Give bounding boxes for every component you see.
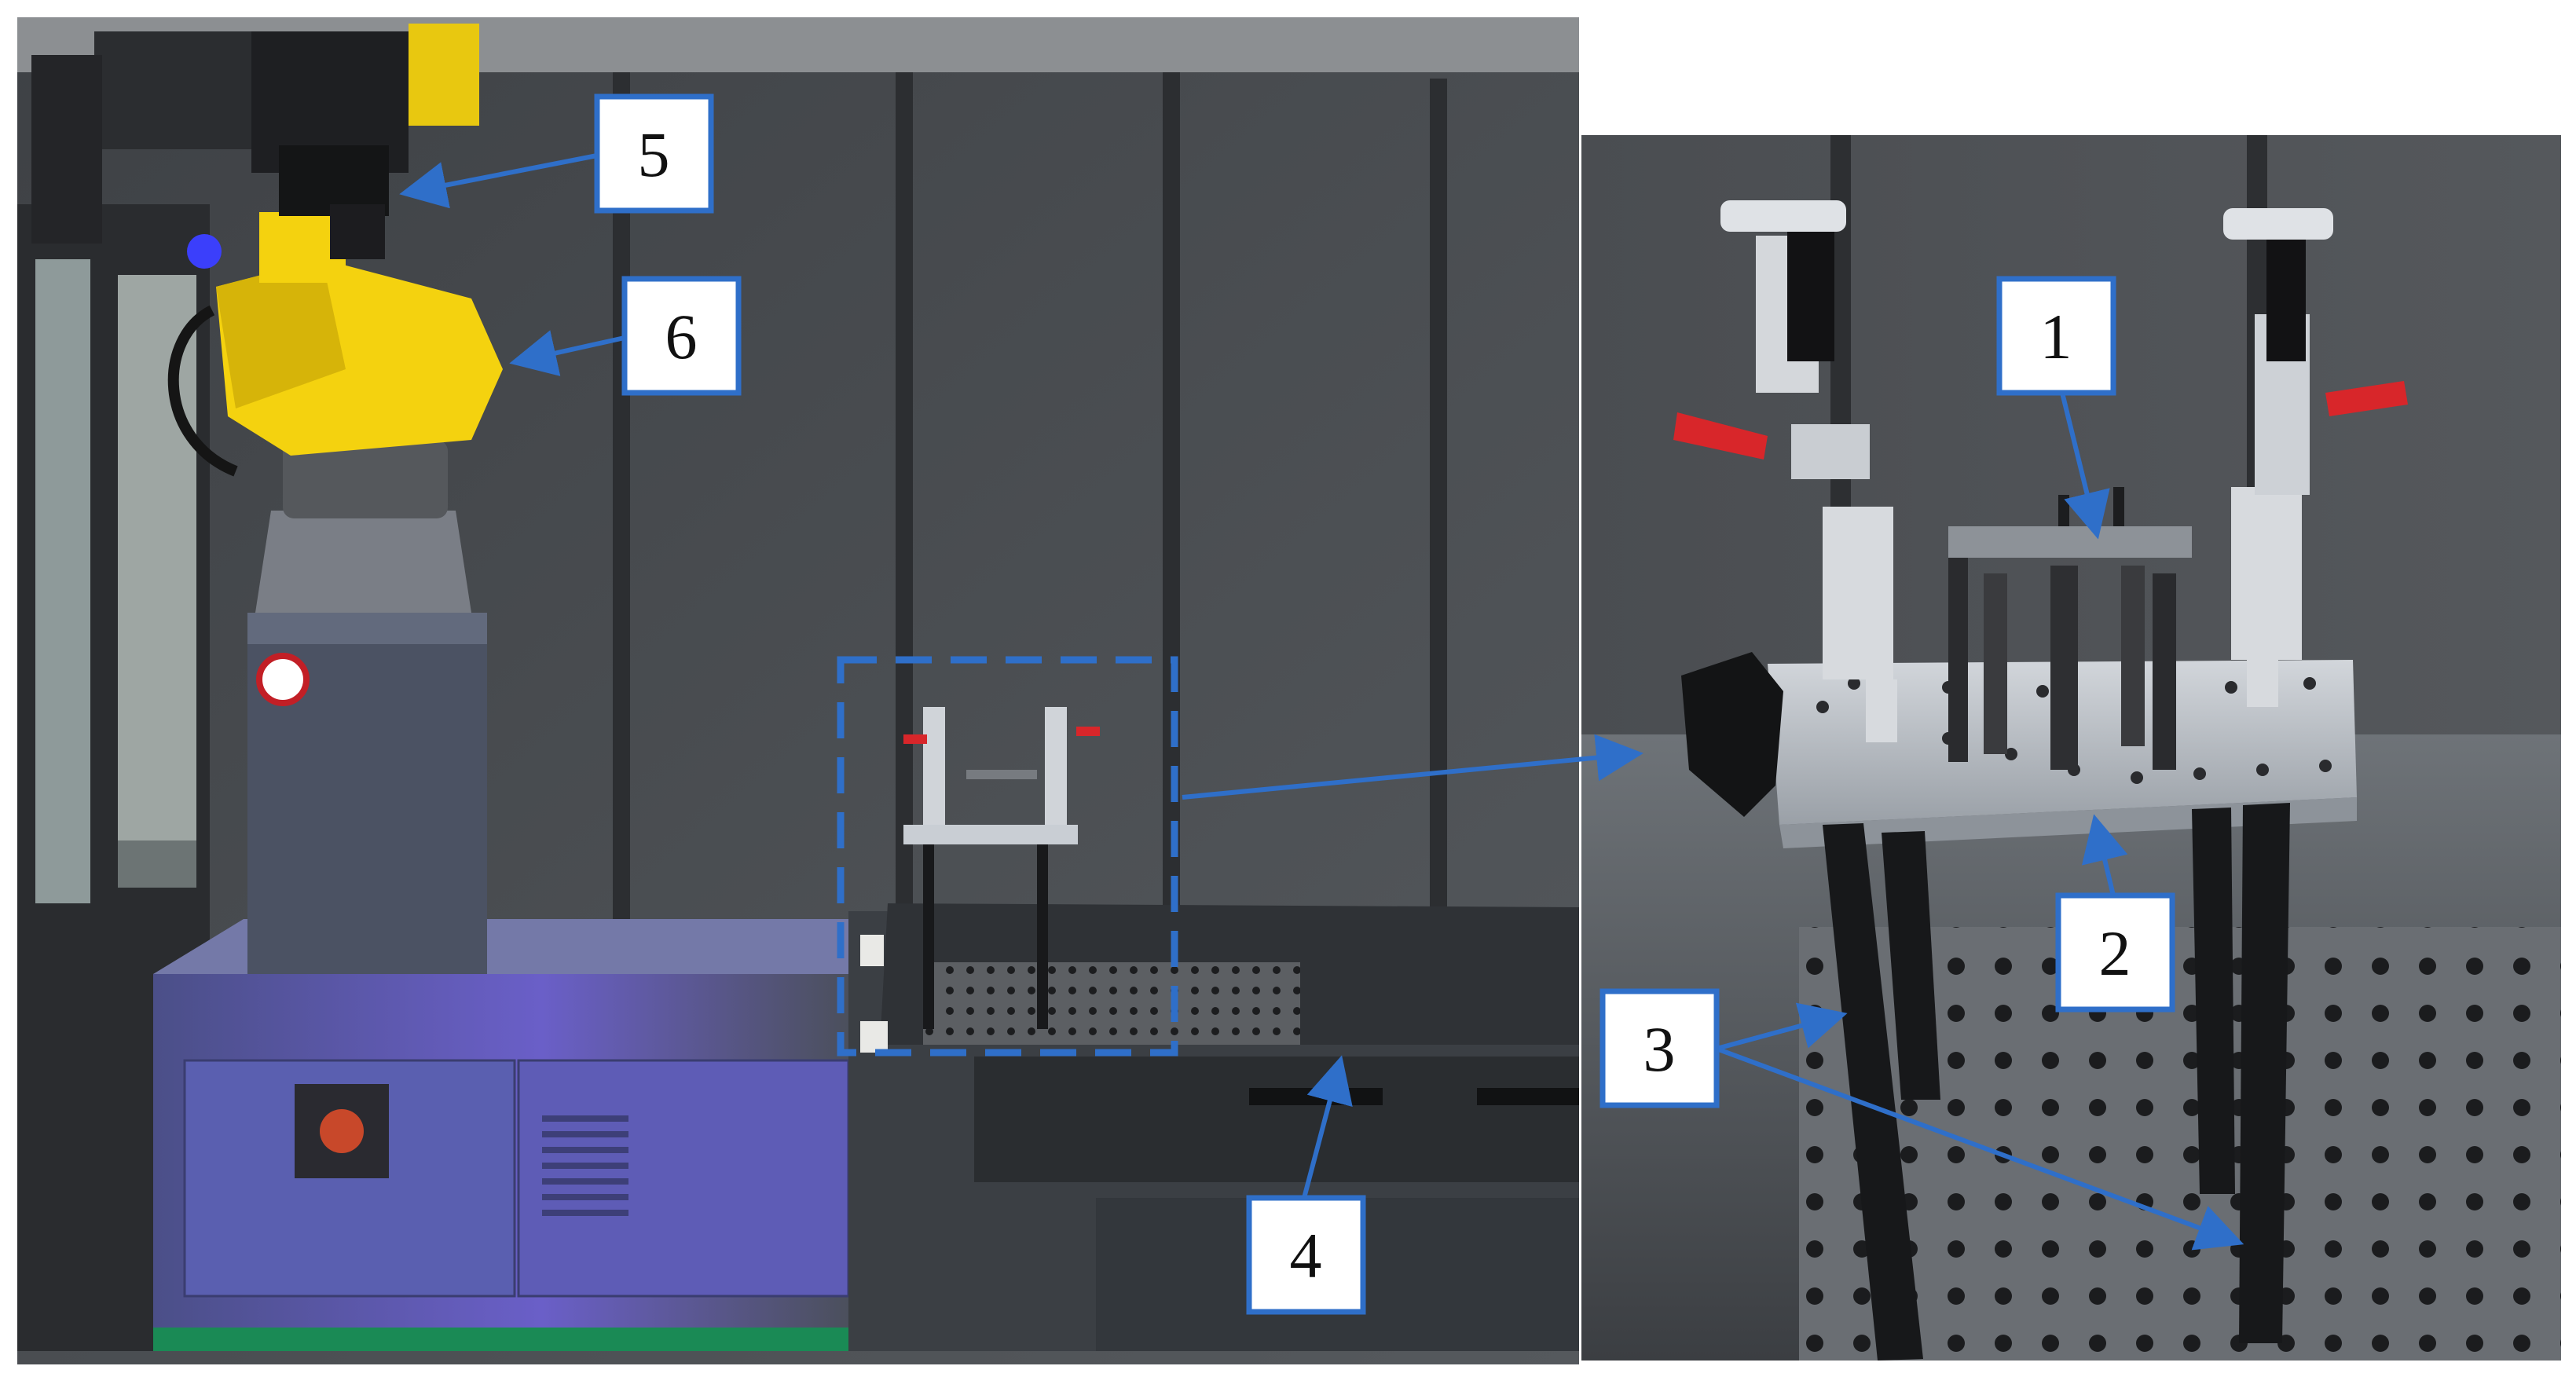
- callout-5: 5: [594, 93, 714, 214]
- arrow-6: [509, 330, 625, 376]
- left-toggle-clamp: [1673, 200, 1897, 742]
- callout-3: 3: [1599, 988, 1720, 1108]
- arrow-2: [2081, 814, 2128, 896]
- callout-1: 1: [1996, 276, 2116, 396]
- callout-6-label: 6: [665, 301, 698, 372]
- robot-pedestal: [247, 511, 487, 974]
- wall-panels: [613, 55, 1447, 935]
- arrow-3a: [1716, 1002, 1848, 1051]
- right-photo: [1581, 135, 2561, 1361]
- annotations: 5 6 4 1 2 3: [399, 93, 2244, 1315]
- test-part: [1948, 487, 2192, 770]
- arrow-3b: [1715, 1046, 2244, 1251]
- right-toggle-clamp: [2223, 208, 2408, 707]
- callout-4: 4: [1246, 1195, 1366, 1315]
- warning-sign: [256, 653, 310, 706]
- plate-handle: [1681, 652, 1783, 817]
- callout-2: 2: [2055, 892, 2175, 1013]
- callout-1-label: 1: [2040, 301, 2072, 372]
- main-switch: [320, 1109, 364, 1153]
- callout-6: 6: [621, 276, 742, 396]
- fixture-highlight-box: [837, 656, 1178, 1057]
- left-photo: [17, 17, 1579, 1364]
- workbench: [848, 903, 1579, 1351]
- floor-strip: [153, 1328, 860, 1351]
- bench-grid: [923, 962, 1300, 1045]
- scanner-head: [31, 31, 409, 269]
- support-posts: [1823, 803, 2290, 1361]
- cabinet-vent: [542, 1115, 628, 1216]
- callout-4-label: 4: [1290, 1220, 1322, 1291]
- arrow-1: [2060, 392, 2110, 540]
- zoom-arrow: [1182, 734, 1643, 800]
- robot-arm: [167, 24, 503, 518]
- callout-2-label: 2: [2099, 917, 2131, 989]
- callout-5-label: 5: [638, 119, 670, 190]
- arrow-4: [1302, 1055, 1353, 1199]
- fixture-small: [903, 707, 1100, 1029]
- robot-cabinet: [153, 919, 860, 1351]
- arrow-5: [399, 153, 598, 209]
- callout-3-label: 3: [1643, 1013, 1676, 1085]
